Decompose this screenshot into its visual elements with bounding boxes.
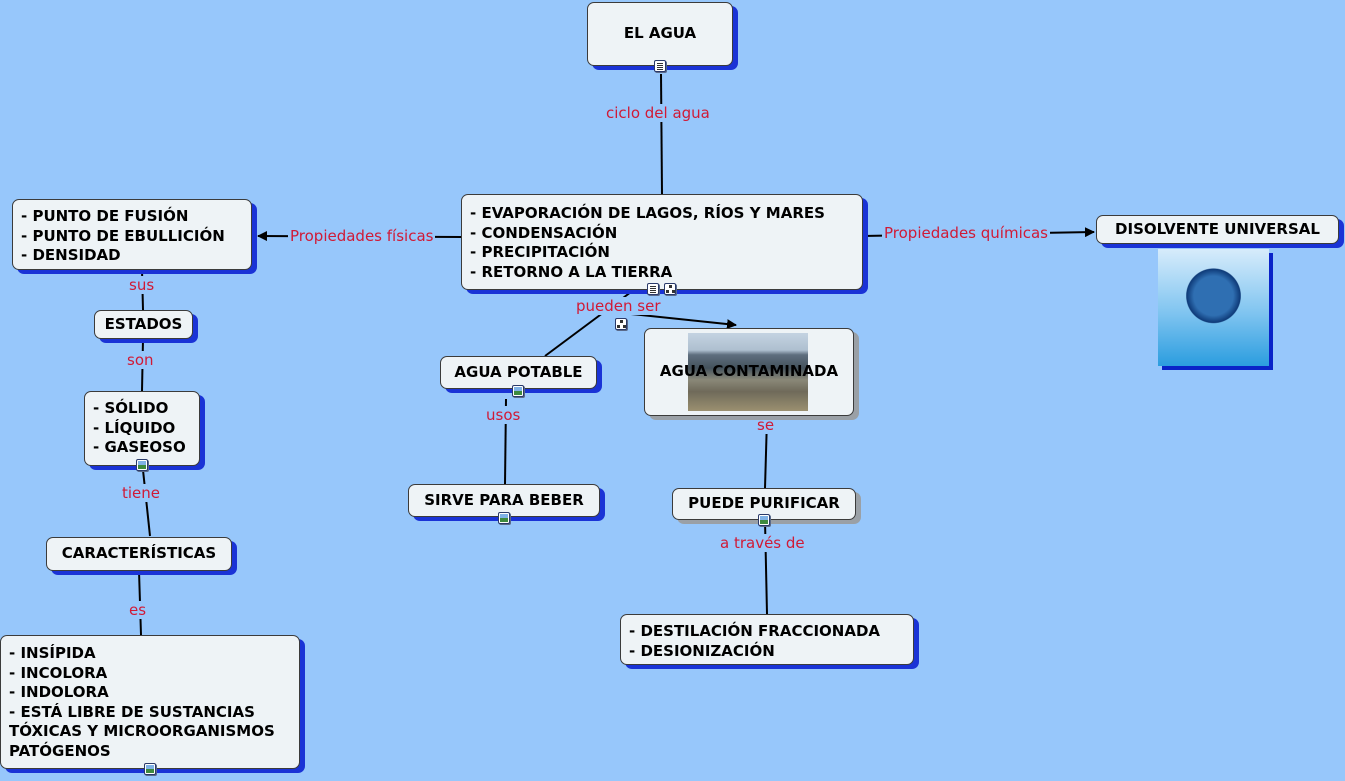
image-icon[interactable]	[758, 514, 770, 526]
node-el-agua[interactable]: EL AGUA	[587, 2, 733, 66]
submap-icon[interactable]	[664, 283, 676, 295]
fisicas-item: - PUNTO DE FUSIÓN	[21, 207, 189, 225]
ciclo-item: - PRECIPITACIÓN	[470, 243, 610, 261]
node-estados-text: ESTADOS	[104, 314, 183, 333]
polluted-shore-image	[688, 333, 808, 411]
image-icon[interactable]	[512, 385, 524, 397]
label-es: es	[127, 601, 149, 619]
node-metodos[interactable]: - DESTILACIÓN FRACCIONADA - DESIONIZACIÓ…	[620, 614, 914, 665]
caracteristica-item: PATÓGENOS	[9, 741, 111, 760]
node-puede-purificar-text: PUEDE PURIFICAR	[688, 494, 840, 513]
image-icon[interactable]	[136, 459, 148, 471]
fisicas-item: - DENSIDAD	[21, 246, 121, 264]
node-sirve-text: SIRVE PARA BEBER	[424, 490, 584, 509]
node-agua-contaminada[interactable]: AGUA CONTAMINADA	[644, 328, 854, 416]
caracteristica-item: - INSÍPIDA	[9, 644, 96, 662]
link-agua-ciclo	[660, 73, 663, 195]
node-ciclo[interactable]: - EVAPORACIÓN DE LAGOS, RÍOS Y MARES - C…	[461, 194, 863, 290]
label-pueden-ser: pueden ser	[574, 297, 663, 315]
metodo-item: - DESTILACIÓN FRACCIONADA	[629, 622, 881, 640]
estado-item: - LÍQUIDO	[93, 418, 176, 437]
label-son: son	[125, 351, 156, 369]
note-icon[interactable]	[647, 283, 659, 295]
caracteristica-item: TÓXICAS Y MICROORGANISMOS	[9, 722, 275, 740]
label-se: se	[755, 416, 777, 434]
submap-icon[interactable]	[615, 318, 627, 330]
node-el-agua-text: EL AGUA	[623, 24, 697, 43]
label-tiene: tiene	[120, 484, 163, 502]
image-icon[interactable]	[144, 763, 156, 775]
label-propiedades-quimicas: Propiedades químicas	[882, 224, 1050, 242]
node-caracteristicas-lista[interactable]: - INSÍPIDA - INCOLORA - INDOLORA - ESTÁ …	[0, 635, 300, 769]
note-icon[interactable]	[654, 60, 666, 72]
caracteristica-item: - INCOLORA	[9, 663, 108, 682]
node-agua-contaminada-text: AGUA CONTAMINADA	[659, 362, 839, 381]
ciclo-item: - EVAPORACIÓN DE LAGOS, RÍOS Y MARES	[470, 204, 825, 222]
link-ciclo-contaminada	[630, 313, 737, 330]
estado-item: - SÓLIDO	[93, 399, 169, 417]
caracteristica-item: - ESTÁ LIBRE DE SUSTANCIAS	[9, 702, 255, 721]
node-caracteristicas-text: CARACTERÍSTICAS	[61, 544, 217, 563]
node-agua-potable-text: AGUA POTABLE	[454, 362, 583, 381]
fisicas-item: - PUNTO DE EBULLICIÓN	[21, 226, 225, 245]
node-disolvente-universal[interactable]: DISOLVENTE UNIVERSAL	[1096, 215, 1339, 244]
label-ciclo-del-agua: ciclo del agua	[604, 104, 712, 122]
label-a-traves-de: a través de	[718, 534, 807, 552]
metodo-item: - DESIONIZACIÓN	[629, 641, 775, 660]
node-estados-lista[interactable]: - SÓLIDO - LÍQUIDO - GASEOSO	[84, 391, 200, 466]
label-usos: usos	[484, 406, 523, 424]
node-estados[interactable]: ESTADOS	[94, 310, 193, 339]
estado-item: - GASEOSO	[93, 438, 186, 456]
node-propiedades-fisicas[interactable]: - PUNTO DE FUSIÓN - PUNTO DE EBULLICIÓN …	[12, 199, 252, 270]
image-icon[interactable]	[498, 512, 510, 524]
node-agua-potable[interactable]: AGUA POTABLE	[440, 356, 597, 389]
label-sus: sus	[127, 276, 157, 294]
link-lista-caracteristicas	[142, 469, 151, 537]
ciclo-item: - CONDENSACIÓN	[470, 223, 618, 242]
label-propiedades-fisicas: Propiedades físicas	[288, 227, 436, 245]
ciclo-item: - RETORNO A LA TIERRA	[470, 262, 673, 281]
caracteristica-item: - INDOLORA	[9, 683, 109, 701]
earth-water-image	[1158, 249, 1269, 366]
node-caracteristicas[interactable]: CARACTERÍSTICAS	[46, 537, 232, 571]
node-disolvente-text: DISOLVENTE UNIVERSAL	[1115, 219, 1320, 238]
